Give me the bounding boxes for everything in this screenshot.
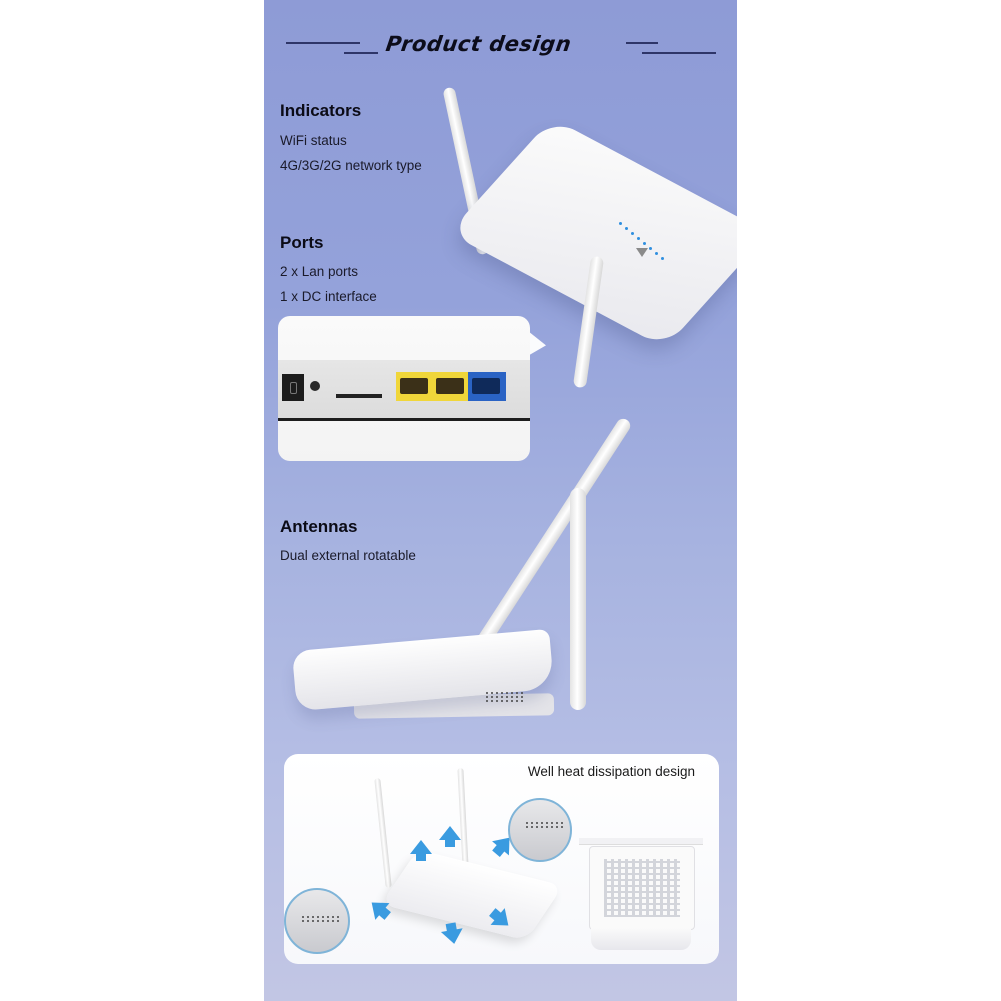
mini-antenna-left: [374, 777, 392, 889]
indicators-line-2: 4G/3G/2G network type: [280, 158, 422, 173]
antennas-line-1: Dual external rotatable: [280, 548, 416, 563]
vent-mesh: [604, 859, 680, 917]
reset-button-icon: [310, 381, 320, 391]
vent-zoom-bubble-right: [508, 798, 572, 862]
ports-detail-card: [278, 316, 530, 461]
vent-grille-icon: [486, 692, 524, 702]
led-icon: [625, 227, 628, 230]
mini-antenna-right: [457, 767, 469, 869]
title-line-left-top: [286, 42, 360, 44]
title-row: Product design: [264, 30, 737, 62]
lan-port-icon: [432, 372, 468, 401]
led-icon: [631, 232, 634, 235]
product-design-panel: Product design Indicators WiFi status 4G…: [264, 0, 737, 1001]
led-icon: [649, 247, 652, 250]
title-line-right-bottom: [642, 52, 716, 54]
lan-port-icon: [396, 372, 432, 401]
airflow-arrow-icon: [439, 826, 461, 847]
wan-port-icon: [468, 372, 506, 401]
page-title: Product design: [384, 32, 573, 56]
sim-slot-icon: [336, 394, 382, 398]
title-line-right-top: [626, 42, 658, 44]
title-line-left-bottom: [344, 52, 378, 54]
led-icon: [637, 237, 640, 240]
callout-tail: [530, 323, 546, 355]
ports-line-1: 2 x Lan ports: [280, 264, 359, 279]
airflow-arrow-icon: [410, 840, 432, 861]
led-icon: [619, 222, 622, 225]
led-icon: [655, 252, 658, 255]
antennas-heading: Antennas: [280, 517, 358, 536]
led-icon: [643, 242, 646, 245]
ports-line-2: 1 x DC interface: [280, 289, 377, 304]
ports-heading: Ports: [280, 233, 324, 252]
heat-dissipation-caption: Well heat dissipation design: [527, 764, 695, 779]
led-icon: [661, 257, 664, 260]
indicators-line-1: WiFi status: [280, 133, 347, 148]
antenna-upright: [570, 488, 586, 710]
indicators-heading: Indicators: [280, 101, 362, 120]
router-bottom-view-image: [579, 838, 703, 950]
brand-logo-icon: [636, 248, 648, 257]
vent-zoom-bubble-left: [284, 888, 350, 954]
heat-dissipation-card: Well heat dissipation design: [284, 754, 719, 964]
ports-strip: [278, 358, 530, 421]
dc-power-jack-icon: [282, 374, 304, 401]
airflow-arrow-icon: [440, 928, 466, 946]
mini-router-image: [380, 849, 564, 941]
